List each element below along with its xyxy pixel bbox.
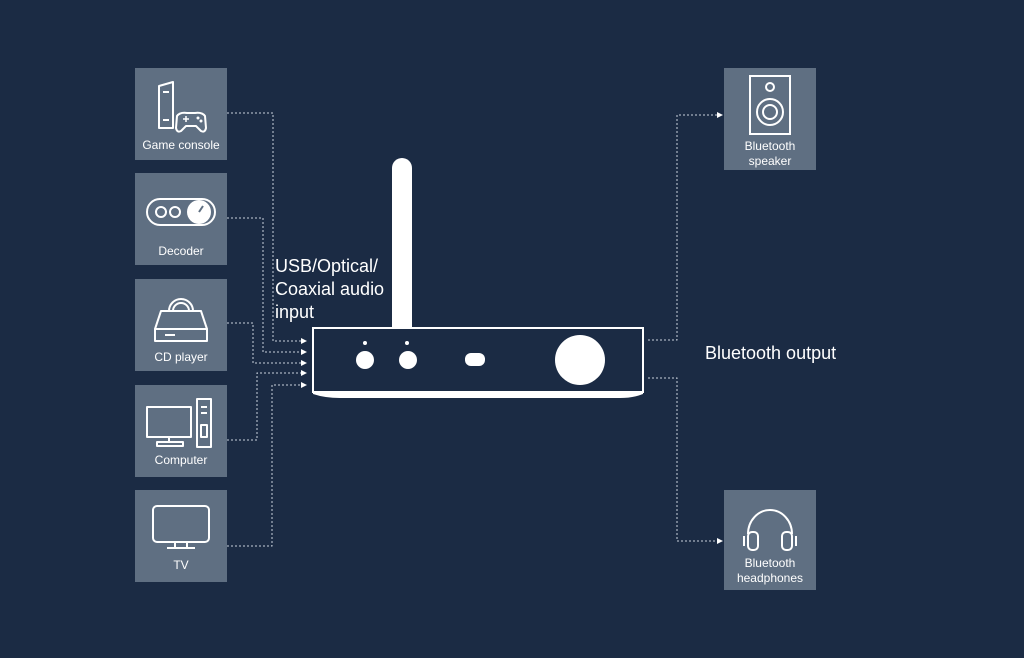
wire-game-console <box>227 112 307 344</box>
output-label-headphones-line1: Bluetooth <box>744 556 796 570</box>
cd-player-icon <box>154 298 208 342</box>
input-label-computer: Computer <box>154 453 208 467</box>
left-knob <box>356 351 374 369</box>
wire-decoder <box>227 217 307 355</box>
input-description-line3: input <box>275 302 315 322</box>
output-tile-headphones: Bluetooth headphones <box>724 490 816 590</box>
input-tile-cd-player: CD player <box>135 279 227 371</box>
input-label-cd-player: CD player <box>154 350 208 364</box>
input-tile-computer: Computer <box>135 385 227 477</box>
input-description: USB/Optical/ Coaxial audio input <box>275 255 384 324</box>
output-tile-speaker: Bluetooth speaker <box>724 68 816 170</box>
input-tile-tv: TV <box>135 490 227 582</box>
speaker-icon <box>749 75 791 135</box>
output-label-speaker-line1: Bluetooth <box>744 139 796 153</box>
game-console-icon <box>158 81 207 133</box>
output-label-headphones-line2: headphones <box>736 571 804 585</box>
indicator-led-1 <box>363 341 367 345</box>
volume-knob <box>555 335 605 385</box>
tv-icon <box>152 505 210 549</box>
output-label-speaker-line2: speaker <box>748 154 792 168</box>
input-label-game-console: Game console <box>142 138 220 152</box>
wire-cd-player <box>227 322 307 366</box>
input-description-line1: USB/Optical/ <box>275 256 379 276</box>
input-description-line2: Coaxial audio <box>275 279 385 299</box>
output-description: Bluetooth output <box>705 343 837 363</box>
input-label-tv: TV <box>173 558 189 572</box>
indicator-led-2 <box>405 341 409 345</box>
input-tile-decoder: Decoder <box>135 173 227 265</box>
device-base <box>313 391 643 398</box>
input-tile-game-console: Game console <box>135 68 227 160</box>
antenna <box>392 158 412 348</box>
computer-icon <box>146 398 212 448</box>
wire-speaker <box>648 112 723 341</box>
right-knob <box>399 351 417 369</box>
wire-computer <box>227 370 307 441</box>
input-label-decoder: Decoder <box>158 244 204 258</box>
headphones-icon <box>743 509 797 551</box>
decoder-icon <box>146 198 216 226</box>
center-button <box>465 353 485 366</box>
wire-tv <box>227 382 307 547</box>
